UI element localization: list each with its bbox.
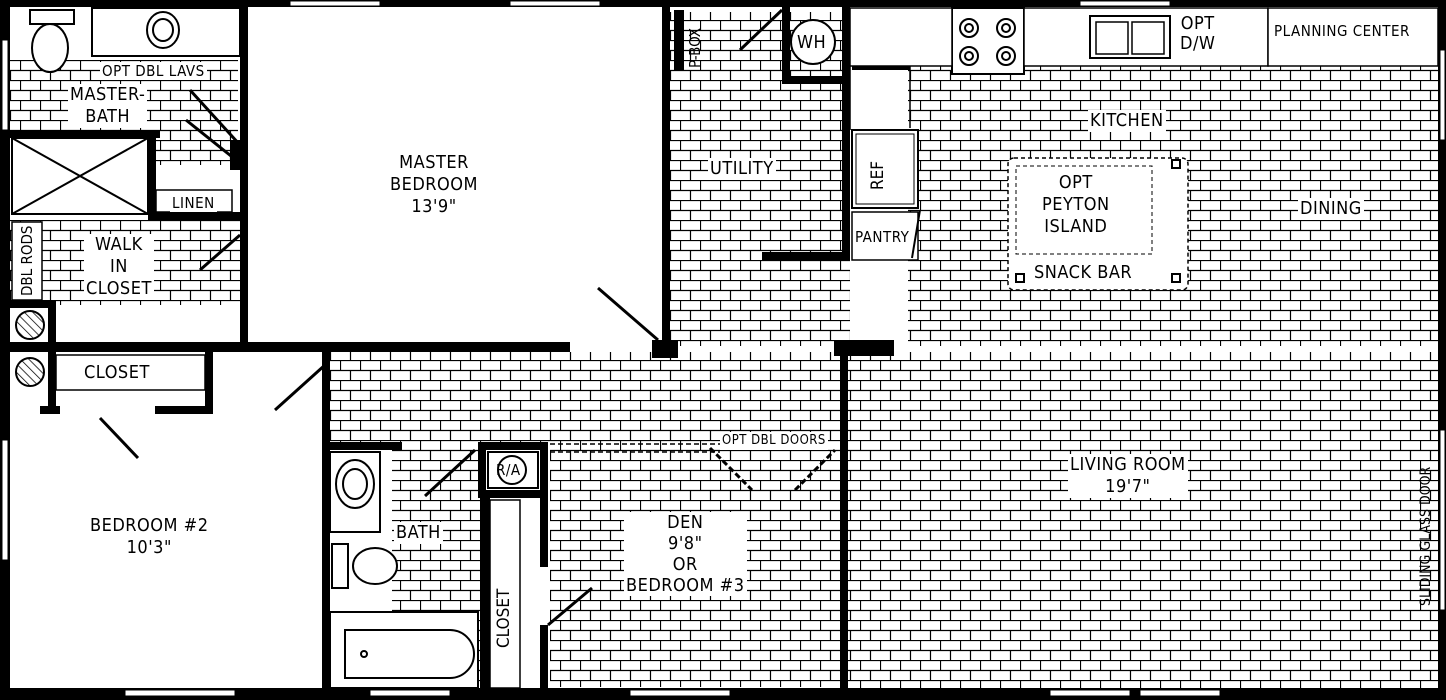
- dbl-rods-label: DBL RODS: [18, 225, 36, 296]
- bath-label: BATH: [394, 522, 443, 544]
- snack-bar-label: SNACK BAR: [1032, 262, 1135, 284]
- planning-center-label: PLANNING CENTER: [1274, 22, 1410, 40]
- water-heater-label: WH: [797, 32, 827, 53]
- p-box-label: P-BOX: [686, 27, 704, 68]
- opt-dbl-doors-label: OPT DBL DOORS: [720, 432, 828, 450]
- closet-den-label: CLOSET: [494, 588, 514, 648]
- pantry-label: PANTRY: [855, 228, 910, 246]
- den-label: DEN 9'8" OR BEDROOM #3: [624, 512, 747, 596]
- linen-label: LINEN: [170, 194, 217, 212]
- kitchen-label: KITCHEN: [1088, 110, 1166, 132]
- walk-in-closet-label: WALK IN CLOSET: [84, 234, 154, 300]
- closet-br2-label: CLOSET: [84, 362, 150, 383]
- opt-dbl-lavs-label: OPT DBL LAVS: [100, 62, 207, 80]
- dining-label: DINING: [1298, 198, 1364, 220]
- island-label: OPT PEYTON ISLAND: [1040, 172, 1112, 238]
- flue-symbols: [15, 310, 45, 387]
- master-bedroom-label: MASTER BEDROOM 13'9": [390, 152, 479, 217]
- return-air-label: R/A: [496, 461, 521, 479]
- dashed-door-track: [550, 443, 720, 453]
- door-swings: [98, 8, 921, 627]
- master-bath-label: MASTER- BATH: [68, 84, 148, 128]
- utility-label: UTILITY: [708, 158, 776, 180]
- living-room-label: LIVING ROOM 19'7": [1068, 454, 1188, 498]
- fixtures: [11, 7, 1439, 689]
- opt-dw-label: OPT D/W: [1180, 13, 1216, 54]
- bedroom2-label: BEDROOM #2 10'3": [90, 515, 209, 558]
- refrigerator-label: REF: [868, 160, 888, 190]
- sliding-glass-door-label: SLIDING GLASS DOOR: [1418, 466, 1434, 606]
